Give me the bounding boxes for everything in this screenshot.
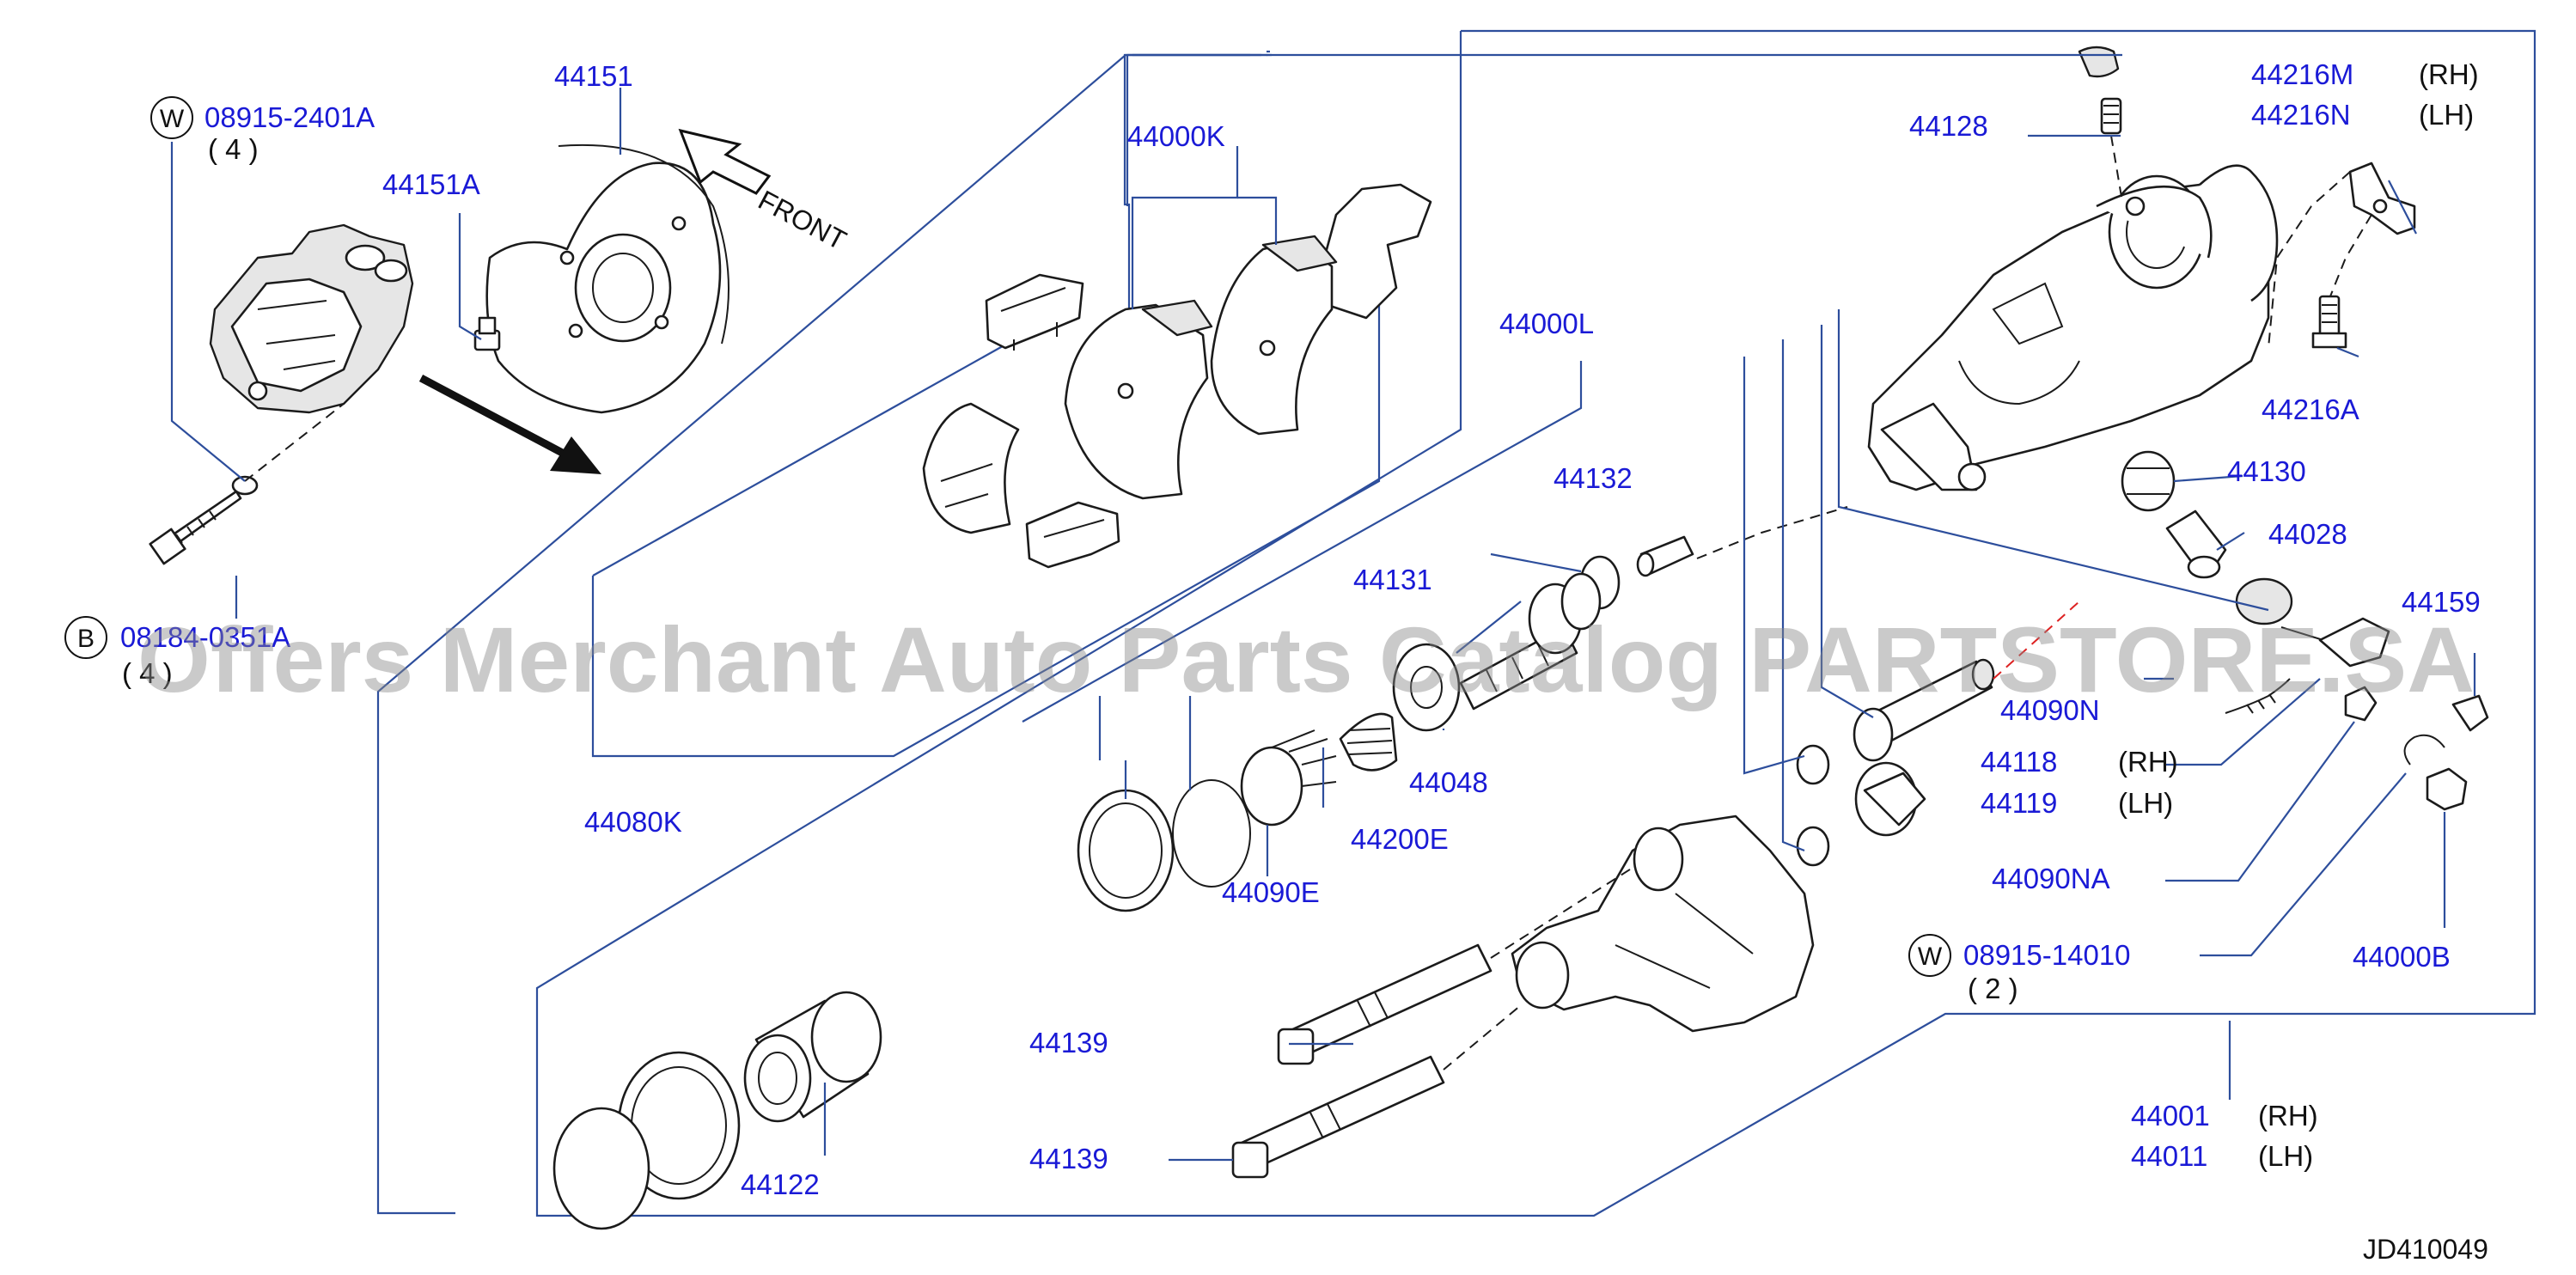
label-44216A: 44216A — [2262, 393, 2359, 425]
seal-ring — [1077, 789, 1175, 912]
caliper-body — [1867, 164, 2279, 491]
assembly-frames — [376, 29, 2536, 1217]
label-44128: 44128 — [1909, 110, 1988, 142]
label-44090NA: 44090NA — [1992, 863, 2110, 894]
bolt-44151A — [473, 316, 501, 351]
badge-b1-letter: B — [77, 625, 95, 653]
anti-rattle-44090E — [1240, 729, 1337, 827]
pad-shims — [922, 183, 1432, 569]
fastener-w2-qty: ( 2 ) — [1968, 973, 2018, 1004]
direction-arrow — [418, 375, 601, 474]
label-44216N-side: (LH) — [2419, 99, 2474, 131]
label-44048: 44048 — [1409, 766, 1488, 798]
front-label: FRONT — [754, 184, 852, 256]
bolt-08184-0351A — [149, 490, 242, 565]
badge-w1 — [150, 96, 193, 139]
label-44216M-side: (RH) — [2419, 58, 2479, 90]
label-44118-side: (RH) — [2118, 746, 2178, 778]
fastener-w1-number: 08915-2401A — [204, 101, 375, 133]
label-44216M: 44216M — [2251, 58, 2353, 90]
nut-44130 — [2121, 450, 2176, 512]
label-44090E: 44090E — [1222, 876, 1320, 908]
sleeve-44118 — [1853, 601, 2080, 762]
label-44011-side: (LH) — [2258, 1140, 2313, 1172]
plug-44028 — [2165, 509, 2227, 579]
badge-w2-letter: W — [1918, 943, 1943, 971]
label-44132: 44132 — [1554, 462, 1633, 494]
diagram-code: JD410049 — [2363, 1234, 2488, 1265]
piston-boot — [552, 1051, 741, 1230]
label-44119: 44119 — [1981, 787, 2057, 819]
label-44001-side: (RH) — [2258, 1100, 2318, 1132]
label-44131: 44131 — [1353, 564, 1432, 595]
guide-pin-44139-a — [1277, 867, 1633, 1065]
boot-44048 — [1392, 643, 1461, 732]
label-44119-side: (LH) — [2118, 787, 2173, 819]
part-labels: W 08915-2401A ( 4 ) B 08184-0351A ( 4 ) … — [64, 58, 2488, 1265]
label-44216N: 44216N — [2251, 99, 2351, 131]
badge-w2 — [1908, 934, 1951, 977]
label-44080K: 44080K — [584, 806, 682, 838]
fastener-b1-number: 08184-0351A — [120, 621, 290, 653]
washer-08915-2401A — [231, 475, 259, 496]
spring-clip-44090N — [2225, 678, 2291, 714]
caliper-assembly-small — [209, 223, 414, 414]
spring-44200E — [1339, 712, 1398, 772]
label-44130: 44130 — [2227, 455, 2306, 487]
washer-a — [1796, 744, 1830, 785]
washer-b — [1796, 826, 1830, 867]
label-44151A: 44151A — [382, 168, 480, 200]
guide-pin-44132 — [1636, 535, 1694, 577]
label-44139-b: 44139 — [1029, 1143, 1108, 1174]
bracket-44216M — [2268, 162, 2416, 349]
watermark: Offers Merchant Auto Parts Catalog PARTS… — [137, 607, 2475, 711]
brake-pads — [1064, 235, 1338, 500]
label-44000B: 44000B — [2353, 941, 2451, 973]
label-44000L: 44000L — [1499, 308, 1594, 339]
label-44118: 44118 — [1981, 746, 2057, 778]
label-44159: 44159 — [2402, 586, 2481, 618]
caliper-bracket-44001 — [1511, 814, 1815, 1033]
backing-plate-44151 — [485, 143, 729, 414]
label-44028: 44028 — [2268, 518, 2347, 550]
bleeder-44128 — [2078, 46, 2123, 203]
label-44000K: 44000K — [1127, 120, 1225, 152]
fastener-w2-number: 08915-14010 — [1963, 939, 2131, 971]
leader-lines — [170, 53, 2476, 1162]
label-44011: 44011 — [2131, 1140, 2207, 1172]
label-44090N: 44090N — [2000, 694, 2100, 726]
label-44151: 44151 — [554, 60, 633, 92]
label-44200E: 44200E — [1351, 823, 1449, 855]
circlip-44000B — [2403, 734, 2468, 811]
guide-pin-44139-b — [1231, 1004, 1522, 1179]
fastener-b1-qty: ( 4 ) — [122, 657, 173, 689]
guide-pin-44131 — [1459, 572, 1602, 711]
cap-44159-assembly — [2235, 577, 2489, 732]
boot-44119 — [1854, 761, 1926, 837]
bolt-44216A — [2311, 295, 2347, 349]
fastener-w1-qty: ( 4 ) — [208, 133, 259, 165]
label-44001: 44001 — [2131, 1100, 2210, 1132]
piston-44122 — [743, 991, 882, 1123]
badge-b1 — [64, 616, 107, 659]
label-44139-a: 44139 — [1029, 1027, 1108, 1058]
circlip-large — [1172, 779, 1251, 888]
front-indicator — [678, 128, 772, 195]
label-44122: 44122 — [741, 1168, 820, 1200]
badge-w1-letter: W — [160, 105, 185, 133]
